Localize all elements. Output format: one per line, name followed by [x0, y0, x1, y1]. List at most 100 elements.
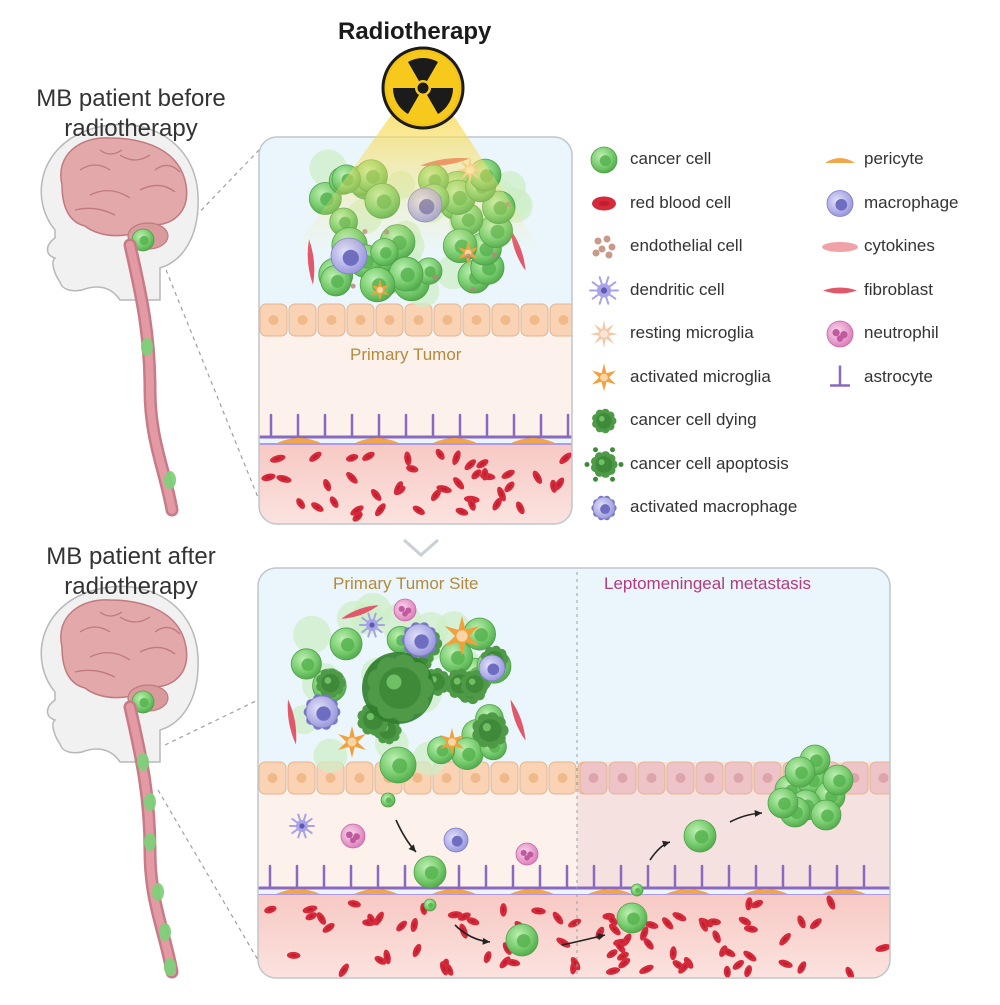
macrophage-icon — [826, 190, 854, 217]
radiation-beam — [290, 110, 545, 255]
pericyte — [511, 438, 555, 443]
red-blood-cell — [404, 451, 412, 466]
red-blood-cell — [455, 507, 469, 516]
red-blood-cell — [346, 454, 359, 462]
red-blood-cell — [464, 459, 476, 471]
red-blood-cell — [614, 939, 626, 954]
red-blood-cell-icon — [592, 196, 616, 211]
bottom-panel — [258, 568, 890, 978]
red-blood-cell — [532, 470, 543, 484]
red-blood-cell — [322, 922, 335, 933]
red-blood-cell — [592, 196, 616, 211]
chevron-down-icon — [403, 538, 439, 558]
tissue-cell — [637, 761, 666, 795]
dying-cancer-cell — [316, 668, 346, 698]
spinal-metastasis — [141, 338, 153, 356]
brain — [60, 599, 188, 712]
cancer-cell — [290, 648, 322, 680]
red-blood-cell — [607, 914, 618, 926]
red-blood-cell — [370, 489, 382, 501]
pericyte — [588, 889, 632, 894]
macrophage — [478, 654, 506, 682]
activated-macrophage — [591, 495, 617, 521]
dying-cancer-cell — [592, 408, 617, 434]
red-blood-cell — [305, 912, 318, 921]
patient-head-after — [40, 585, 199, 979]
cancer-cell-apoptosis-icon — [584, 447, 624, 482]
red-blood-cell — [606, 949, 618, 959]
red-blood-cell — [439, 961, 449, 976]
red-blood-cell — [350, 505, 364, 516]
red-blood-cell — [374, 503, 386, 517]
legend-label-left: red blood cell — [630, 192, 732, 212]
dying-cancer-cell — [367, 654, 434, 722]
cancer-cell — [590, 146, 618, 174]
red-blood-cell — [406, 465, 419, 473]
pericyte — [744, 889, 788, 894]
activated-microglia — [444, 616, 480, 656]
primary-tumor-site-label: Primary Tumor Site — [333, 574, 479, 593]
red-blood-cell — [743, 925, 758, 933]
tissue-cell — [288, 303, 317, 337]
red-blood-cell — [412, 943, 422, 958]
bottom-panel-frame — [257, 567, 891, 979]
fibroblast-icon — [823, 287, 857, 294]
tissue-cell — [666, 761, 695, 795]
dendritic-cell — [589, 276, 619, 305]
legend-label-left: dendritic cell — [630, 279, 725, 299]
red-blood-cell — [745, 897, 753, 911]
top-red-blood-cells — [261, 448, 572, 522]
red-blood-cell — [471, 469, 482, 480]
cancer-cell — [767, 787, 799, 819]
activated-macrophage — [401, 622, 439, 658]
dendritic-cell-icon — [589, 276, 619, 305]
primary-tumor-label: Primary Tumor — [350, 345, 462, 364]
red-blood-cell — [466, 917, 480, 926]
cancer-cell — [359, 266, 396, 303]
red-blood-cell — [732, 959, 745, 970]
red-blood-cell — [476, 459, 489, 469]
red-blood-cell — [643, 938, 654, 950]
tissue-cell — [258, 761, 287, 795]
tissue-cell — [724, 761, 753, 795]
red-blood-cell — [662, 917, 674, 930]
zoom-lines-bottom — [157, 699, 259, 961]
patient-label-after: MB patient after radiotherapy — [46, 543, 216, 600]
tissue-cell — [490, 761, 519, 795]
tissue-cell — [404, 303, 433, 337]
red-blood-cell — [712, 930, 721, 944]
neutrophil — [515, 842, 539, 866]
activated-microglia — [591, 363, 617, 392]
red-blood-cell — [531, 907, 546, 915]
tissue-cell — [579, 761, 608, 795]
macrophage — [443, 827, 469, 853]
red-blood-cell — [329, 496, 339, 508]
activated-macrophage — [303, 694, 341, 730]
bottom-tumor-cluster — [287, 592, 539, 866]
red-blood-cell — [430, 489, 441, 501]
tissue-cell — [317, 303, 346, 337]
red-blood-cell — [393, 481, 404, 495]
red-blood-cell — [778, 959, 793, 968]
red-blood-cell — [362, 451, 375, 461]
red-blood-cell — [672, 912, 687, 922]
tissue-cell — [869, 761, 890, 795]
tissue-cell — [433, 303, 462, 337]
red-blood-cell — [618, 958, 631, 969]
red-blood-cell — [270, 454, 286, 463]
pericyte-icon — [825, 158, 855, 163]
cancer-cell-dying-icon — [592, 408, 617, 434]
fibroblast — [510, 699, 526, 741]
red-blood-cell — [374, 911, 384, 926]
red-blood-cell — [826, 895, 836, 910]
red-blood-cell — [723, 965, 731, 978]
red-blood-cell — [568, 918, 582, 928]
tissue-cell — [608, 761, 637, 795]
red-blood-cell — [875, 944, 890, 952]
red-blood-cell — [347, 900, 361, 908]
tissue-cell — [520, 303, 549, 337]
red-blood-cell — [309, 451, 322, 462]
red-blood-cell — [302, 905, 318, 914]
